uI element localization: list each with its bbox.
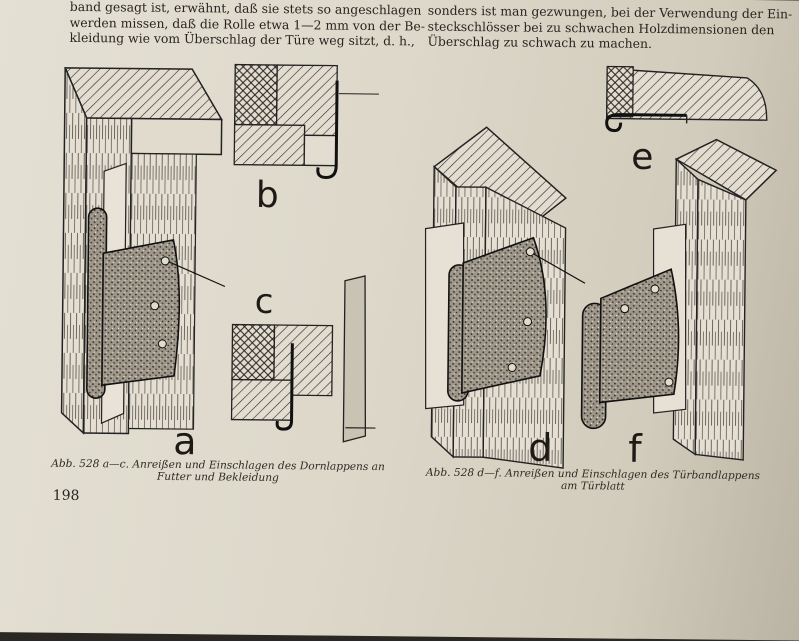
frame-section xyxy=(607,66,634,116)
figure-b-section-detail xyxy=(234,65,379,179)
figure-label-c: c xyxy=(255,282,274,322)
lining-section xyxy=(232,380,292,421)
screw-hole xyxy=(665,378,673,386)
figure-label-d: d xyxy=(528,426,553,470)
screw-hole xyxy=(524,318,532,326)
trim-section xyxy=(304,135,336,165)
figure-c-section-detail xyxy=(231,275,377,442)
hinge-leaf-side-view xyxy=(343,276,367,442)
screw-hole xyxy=(621,305,629,313)
wall-section xyxy=(235,65,278,125)
page-number: 198 xyxy=(53,488,80,504)
figure-label-f: f xyxy=(628,427,643,471)
frame-lintel xyxy=(131,119,221,155)
frame-top-section xyxy=(65,68,223,120)
figure-caption-right: Abb. 528 d—f. Anreißen und Einschlagen d… xyxy=(413,466,773,494)
figure-label-a: a xyxy=(173,419,197,463)
hinge-leaf-plate xyxy=(462,237,547,394)
screw-hole xyxy=(526,248,534,256)
figure-label-b: b xyxy=(256,175,279,216)
wall-section xyxy=(232,325,275,380)
figure-f-door-leaf-hinge xyxy=(581,138,776,460)
screw-hole xyxy=(151,302,159,310)
door-face xyxy=(695,179,746,459)
figure-label-e: e xyxy=(631,137,654,178)
figure-d-door-leaf-hinge xyxy=(423,127,587,469)
figure-caption-left: Abb. 528 a—c. Anreißen und Einschlagen d… xyxy=(43,458,393,486)
lining-section xyxy=(234,125,304,166)
screw-hole xyxy=(158,340,166,348)
screw-hole xyxy=(651,285,659,293)
screw-hole xyxy=(161,257,169,265)
screw-hole xyxy=(508,363,516,371)
figure-a-door-frame-hinge xyxy=(61,68,227,435)
figure-e-section-detail xyxy=(607,66,768,132)
